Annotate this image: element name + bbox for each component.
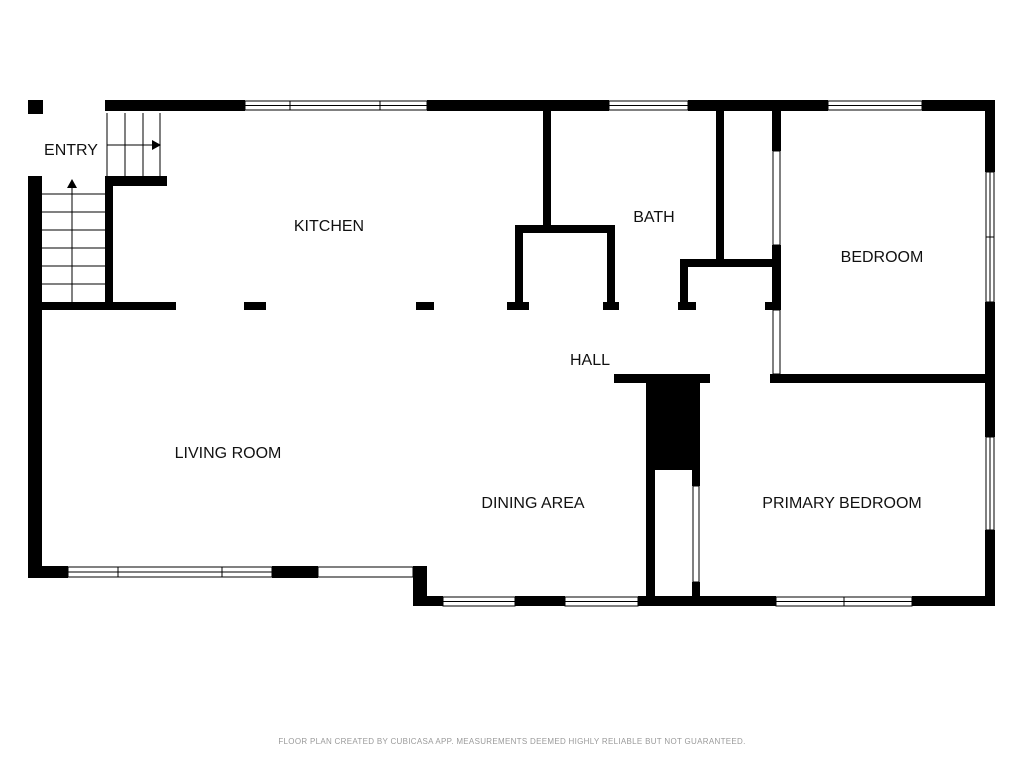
room-label-kitchen: KITCHEN <box>294 218 364 235</box>
stairs-upper <box>106 113 161 176</box>
stair-arrow-right-icon <box>152 140 161 150</box>
room-label-bedroom: BEDROOM <box>841 249 924 266</box>
room-label-living-room: LIVING ROOM <box>175 445 282 462</box>
windows <box>67 100 995 607</box>
closet-slider <box>772 150 781 246</box>
interior-walls <box>38 111 986 606</box>
closet-slider <box>692 485 700 583</box>
stair-arrow-up-icon <box>67 179 77 188</box>
window <box>317 566 414 578</box>
room-label-entry: ENTRY <box>44 142 98 159</box>
exterior-walls <box>28 100 995 606</box>
room-label-bath: BATH <box>633 209 674 226</box>
hall-slider <box>772 309 781 375</box>
room-label-dining-area: DINING AREA <box>481 495 584 512</box>
room-label-primary-bedroom: PRIMARY BEDROOM <box>762 495 921 512</box>
footer-disclaimer: FLOOR PLAN CREATED BY CUBICASA APP. MEAS… <box>278 737 746 746</box>
room-label-hall: HALL <box>570 352 610 369</box>
stairs-lower <box>40 186 105 302</box>
door-sliders <box>692 150 781 583</box>
